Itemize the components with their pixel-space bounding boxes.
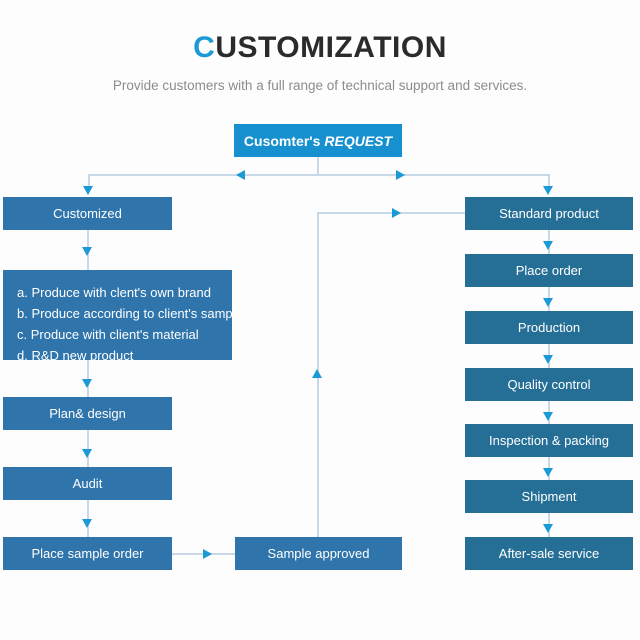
arrow-to-customized-icon xyxy=(82,186,93,195)
root-label-italic: REQUEST xyxy=(324,132,393,149)
title-accent-letter: C xyxy=(193,31,216,64)
arrow-audit-to-sample-order-icon xyxy=(81,519,92,528)
connector-to-customized xyxy=(88,174,90,188)
option-item-a: a. Produce with clent's own brand xyxy=(17,285,211,300)
connector-audit-to-sample-order xyxy=(87,500,89,537)
connector-split-bar xyxy=(88,174,550,176)
node-place-order[interactable]: Place order xyxy=(465,254,633,287)
node-after-sale-service[interactable]: After-sale service xyxy=(465,537,633,570)
connector-options-to-plan xyxy=(87,360,89,397)
connector-approved-to-standard xyxy=(317,212,465,214)
node-customized[interactable]: Customized xyxy=(3,197,172,230)
page-subtitle: Provide customers with a full range of t… xyxy=(112,78,528,93)
root-label-bold: Cusomter's xyxy=(243,132,321,149)
connector-to-standard xyxy=(548,174,550,188)
page-header: CUSTOMIZATION Provide customers with a f… xyxy=(0,28,640,96)
connector-root-stem xyxy=(317,157,319,175)
connector-plan-to-audit xyxy=(87,430,89,467)
arrow-inspection-to-shipment-icon xyxy=(542,468,553,477)
node-quality-control[interactable]: Quality control xyxy=(465,368,633,401)
node-plan-design[interactable]: Plan& design xyxy=(3,397,172,430)
node-standard-product[interactable]: Standard product xyxy=(465,197,633,230)
node-audit[interactable]: Audit xyxy=(3,467,172,500)
arrow-shipment-to-after-sale-icon xyxy=(542,524,553,533)
option-item-d: d. R&D new product xyxy=(17,348,134,363)
arrow-sample-order-to-approved-icon xyxy=(203,548,212,559)
node-place-sample-order[interactable]: Place sample order xyxy=(3,537,172,570)
arrow-options-to-plan-icon xyxy=(81,379,92,388)
arrow-standard-to-place-order-icon xyxy=(542,241,553,250)
arrow-plan-to-audit-icon xyxy=(81,449,92,458)
option-item-b: b. Produce according to client's sample xyxy=(17,306,243,321)
arrow-approved-to-standard-icon xyxy=(392,207,401,218)
arrow-split-right-icon xyxy=(396,169,405,180)
option-item-c: c. Produce with client's material xyxy=(17,327,199,342)
node-production[interactable]: Production xyxy=(465,311,633,344)
title-rest: USTOMIZATION xyxy=(215,31,447,64)
arrow-quality-to-inspection-icon xyxy=(542,412,553,421)
arrow-place-order-to-production-icon xyxy=(542,298,553,307)
arrow-production-to-quality-icon xyxy=(542,355,553,364)
node-sample-approved[interactable]: Sample approved xyxy=(235,537,402,570)
arrow-split-left-icon xyxy=(236,169,245,180)
arrow-customized-to-options-icon xyxy=(81,247,92,256)
arrow-to-standard-icon xyxy=(542,186,553,195)
arrow-approved-riser-icon xyxy=(311,369,322,378)
node-shipment[interactable]: Shipment xyxy=(465,480,633,513)
node-inspection-packing[interactable]: Inspection & packing xyxy=(465,424,633,457)
node-customized-options[interactable]: a. Produce with clent's own brand b. Pro… xyxy=(3,270,243,363)
page-title: CUSTOMIZATION xyxy=(0,28,640,68)
